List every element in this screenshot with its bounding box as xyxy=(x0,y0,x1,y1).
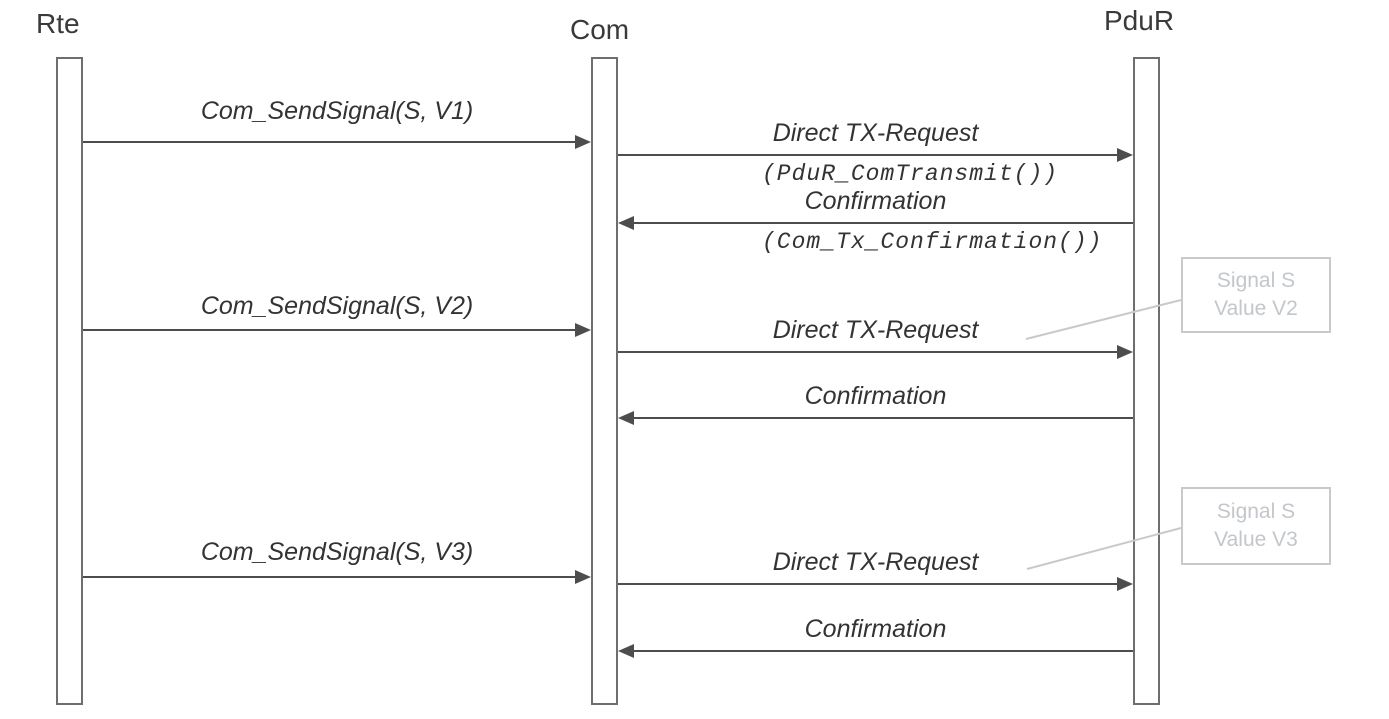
note-line: Value V3 xyxy=(1214,528,1298,551)
lifeline-bar-com xyxy=(591,57,618,705)
message-4-label: Com_SendSignal(S, V2) xyxy=(200,292,474,320)
arrow-head-icon xyxy=(1117,345,1133,359)
note-signal-v3: Signal S Value V3 xyxy=(1181,487,1331,565)
arrow-shaft xyxy=(622,650,1133,652)
message-3-label: Confirmation xyxy=(804,187,947,215)
arrow-shaft xyxy=(83,141,587,143)
participant-label-rte: Rte xyxy=(36,8,80,39)
arrow-shaft xyxy=(622,417,1133,419)
arrow-shaft xyxy=(83,576,587,578)
arrow-head-icon xyxy=(1117,148,1133,162)
message-4-arrow xyxy=(83,322,591,338)
arrow-head-icon xyxy=(575,135,591,149)
note-line: Value V2 xyxy=(1214,297,1298,320)
arrow-shaft xyxy=(622,222,1133,224)
arrow-head-icon xyxy=(618,644,634,658)
note-signal-v2: Signal S Value V2 xyxy=(1181,257,1331,333)
note-line: Signal S xyxy=(1216,268,1296,292)
message-6-arrow xyxy=(618,410,1133,426)
arrow-head-icon xyxy=(575,323,591,337)
message-1-label: Com_SendSignal(S, V1) xyxy=(200,97,474,125)
lifeline-bar-rte xyxy=(56,57,83,705)
message-6-label: Confirmation xyxy=(804,382,947,410)
arrow-head-icon xyxy=(618,411,634,425)
message-9-label: Confirmation xyxy=(804,615,947,643)
message-5-arrow xyxy=(618,344,1133,360)
arrow-head-icon xyxy=(618,216,634,230)
arrow-head-icon xyxy=(1117,577,1133,591)
arrow-shaft xyxy=(83,329,587,331)
message-3-arrow xyxy=(618,215,1133,231)
arrow-shaft xyxy=(618,154,1129,156)
note-line: Signal S xyxy=(1216,499,1296,523)
message-3-call: (Com_Tx_Confirmation()) xyxy=(762,229,1103,255)
participant-label-com: Com xyxy=(570,14,630,45)
message-8-label: Direct TX-Request xyxy=(772,548,979,576)
message-1-arrow xyxy=(83,134,591,150)
message-7-arrow xyxy=(83,569,591,585)
participant-label-pdur: PduR xyxy=(1104,5,1175,36)
message-2-call: (PduR_ComTransmit()) xyxy=(762,161,1059,187)
arrow-head-icon xyxy=(575,570,591,584)
arrow-shaft xyxy=(618,351,1129,353)
message-7-label: Com_SendSignal(S, V3) xyxy=(200,538,474,566)
arrow-shaft xyxy=(618,583,1129,585)
message-9-arrow xyxy=(618,643,1133,659)
message-8-arrow xyxy=(618,576,1133,592)
message-2-label: Direct TX-Request xyxy=(772,119,979,147)
message-2-arrow xyxy=(618,147,1133,163)
lifeline-bar-pdur xyxy=(1133,57,1160,705)
message-5-label: Direct TX-Request xyxy=(772,316,979,344)
